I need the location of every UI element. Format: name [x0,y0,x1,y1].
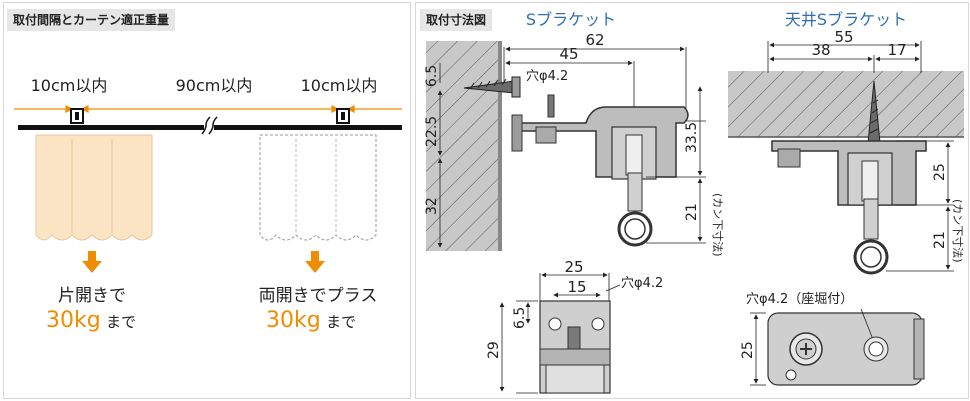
s-dim-6-5: 6.5 [424,65,440,87]
curtain-rod [18,116,402,135]
spacing-panel: 取付間隔とカーテン適正重量 10cm以内 90cm以内 10cm以内 [3,2,411,399]
ceil-dim-38: 38 [811,41,830,59]
dim-center-label: 90cm以内 [176,76,253,95]
ceil-plate-hole-label: 穴φ4.2（座堀付） [746,292,853,307]
spacing-panel-tag: 取付間隔とカーテン適正重量 [7,9,176,31]
ceil-dim-25: 25 [932,163,948,181]
s-dim-32: 32 [424,197,440,215]
ceiling-bracket-title: 天井Sブラケット [785,10,907,29]
dimension-line [14,105,402,113]
plate-dim-15: 15 [567,278,586,296]
ceil-dim-21: 21 [932,231,948,249]
dimension-diagram: Sブラケット 天井Sブラケット [424,10,965,394]
ceil-rod-label: (カン下寸法) [951,199,965,263]
spacing-diagram: 10cm以内 90cm以内 10cm以内 [14,76,402,333]
ceil-plate-drawing [750,308,925,386]
caption-double-suffix: まで [326,313,356,331]
arrow-down-icon [82,251,102,273]
dim-left-label: 10cm以内 [31,76,108,95]
caption-single-suffix: まで [106,313,136,331]
dim-right-label: 10cm以内 [301,76,378,95]
s-rod-label: (カン下寸法) [711,193,725,257]
plate-dim-6-5: 6.5 [512,307,528,329]
caption-single-value: 30kg [46,308,101,333]
curtain-single [35,134,153,241]
dimension-panel-tag: 取付寸法図 [420,9,493,31]
plate-dim-29: 29 [486,341,502,359]
plate-dim-25: 25 [564,258,583,276]
s-plate-drawing [499,272,621,394]
plate-hole-label: 穴φ4.2 [621,276,663,291]
ceil-dim-17: 17 [887,41,906,59]
caption-double-value: 30kg [266,308,321,333]
s-hole-label: 穴φ4.2 [526,69,568,84]
s-bracket-title: Sブラケット [526,10,616,29]
curtain-double [259,134,377,241]
s-dim-22-5: 22.5 [424,116,440,147]
ceil-plate-dim-25: 25 [740,341,756,359]
dimension-panel: 取付寸法図 Sブラケット 天井Sブラケット [415,2,969,399]
s-dim-21: 21 [684,203,700,221]
caption-double-line1: 両開きでプラス [259,286,378,306]
s-bracket-drawing [426,41,706,251]
ceiling-bracket-drawing [728,41,964,275]
ceil-dim-55: 55 [834,28,853,46]
s-dim-62: 62 [585,31,604,49]
s-dim-45: 45 [559,45,578,63]
caption-single-line1: 片開きで [58,286,126,306]
arrow-down-icon [305,251,325,273]
s-dim-33-5: 33.5 [684,122,700,153]
